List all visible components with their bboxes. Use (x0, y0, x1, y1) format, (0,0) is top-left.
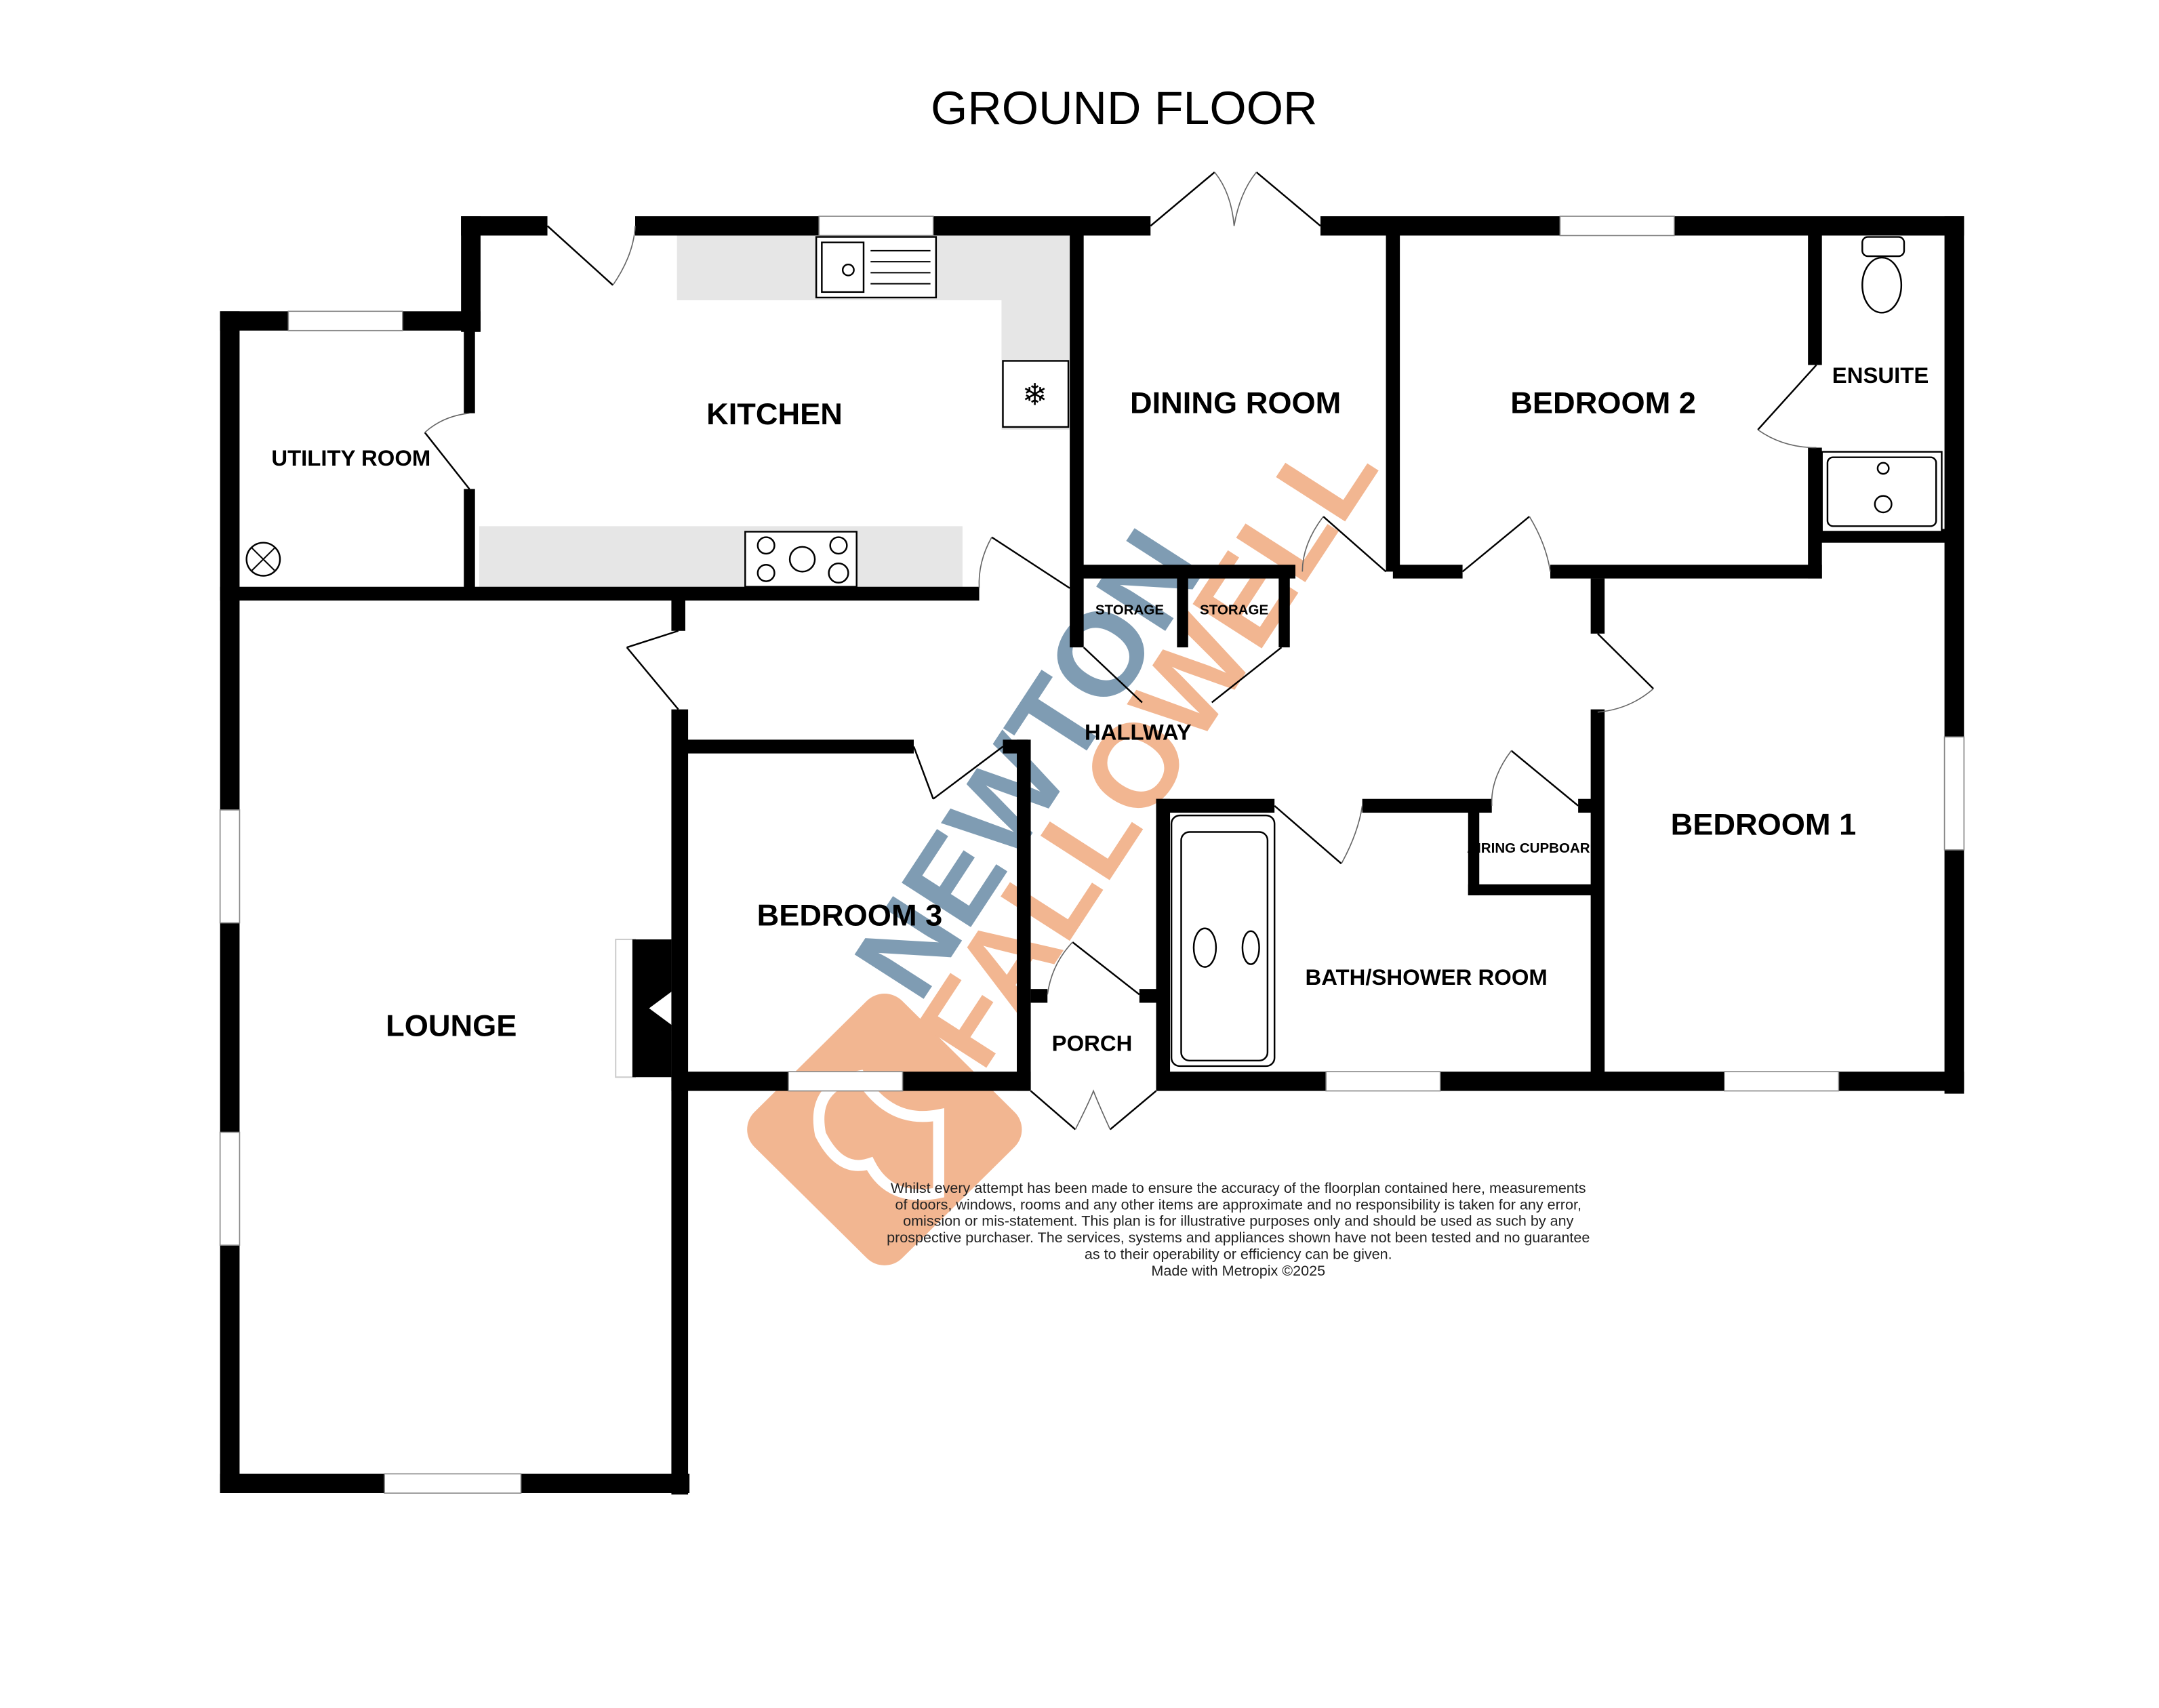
room-storage-2: STORAGE (1200, 603, 1268, 617)
disclaimer: Whilst every attempt has been made to en… (887, 1180, 1590, 1279)
sink-icon (815, 236, 937, 299)
svg-text:omission or mis-statement. Thi: omission or mis-statement. This plan is … (903, 1213, 1574, 1229)
room-hallway: HALLWAY (1085, 719, 1192, 744)
floor-title: GROUND FLOOR (931, 81, 1317, 134)
doors (424, 171, 1817, 1131)
hob-icon (744, 531, 857, 588)
windows (219, 216, 1965, 1494)
svg-text:Whilst every attempt has been: Whilst every attempt has been made to en… (891, 1180, 1586, 1196)
room-dining: DINING ROOM (1130, 386, 1341, 420)
room-kitchen: KITCHEN (706, 396, 843, 431)
room-bath-shower: BATH/SHOWER ROOM (1306, 964, 1548, 990)
room-storage-1: STORAGE (1095, 603, 1164, 617)
room-bedroom-1: BEDROOM 1 (1671, 807, 1857, 842)
bath-icon (1170, 814, 1276, 1068)
room-airing-cupboard: AIRING CUPBOARD (1467, 841, 1600, 856)
svg-text:❄: ❄ (1022, 378, 1048, 412)
snowflake-icon: ❄ (1002, 360, 1070, 428)
room-porch: PORCH (1052, 1031, 1133, 1056)
room-bedroom-3: BEDROOM 3 (757, 898, 943, 933)
room-ensuite: ENSUITE (1832, 363, 1929, 388)
toilet-icon (1861, 236, 1905, 314)
svg-text:Made with Metropix ©2025: Made with Metropix ©2025 (1151, 1263, 1325, 1279)
room-lounge: LOUNGE (386, 1008, 517, 1042)
room-bedroom-2: BEDROOM 2 (1510, 386, 1696, 420)
svg-text:as to their operability or eff: as to their operability or efficiency ca… (1085, 1246, 1392, 1263)
svg-text:prospective purchaser. The ser: prospective purchaser. The services, sys… (887, 1229, 1590, 1246)
room-utility: UTILITY ROOM (271, 445, 430, 470)
fireplace-icon (615, 938, 672, 1078)
svg-text:of doors, windows, rooms and a: of doors, windows, rooms and any other i… (895, 1196, 1581, 1213)
boiler-x-icon (245, 542, 281, 577)
shower-tray-icon (1821, 451, 1943, 533)
